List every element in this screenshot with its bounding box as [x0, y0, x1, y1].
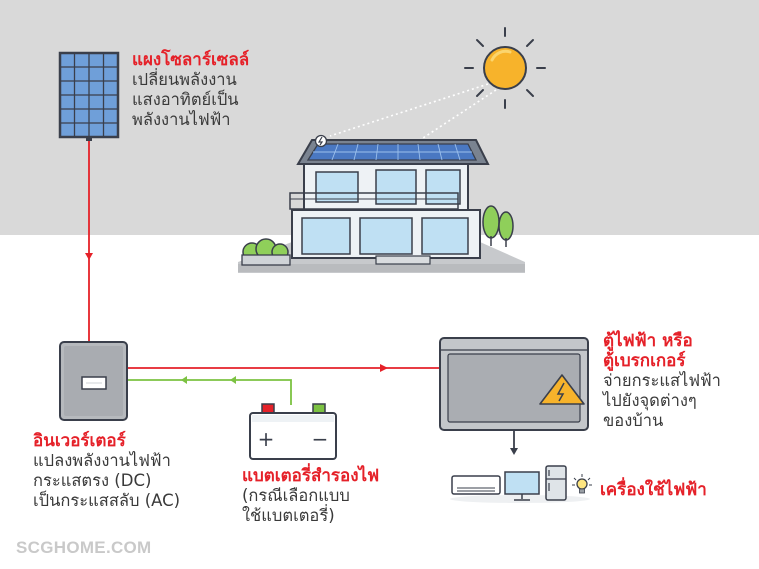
house-icon: [238, 134, 525, 273]
appliances-title: เครื่องใช้ไฟฟ้า: [600, 480, 707, 500]
solar-panel-title: แผงโซลาร์เซลล์: [132, 50, 250, 70]
breaker-title-line-2: ตู้เบรกเกอร์: [603, 351, 686, 371]
inverter-label: อินเวอร์เตอร์ แปลงพลังงานไฟฟ้า กระแสตรง …: [33, 431, 180, 511]
battery-desc-line-1: (กรณีเลือกแบบ: [242, 486, 350, 505]
breaker-desc-line-1: จ่ายกระแสไฟฟ้า: [603, 371, 721, 390]
sun-ray-lines: [329, 83, 497, 141]
warning-icon: [539, 374, 585, 405]
solar-panel-icon: [58, 51, 120, 141]
light-bulb-icon: [572, 474, 592, 494]
inverter-title: อินเวอร์เตอร์: [33, 431, 126, 451]
battery-to-inverter-wire: [127, 376, 292, 405]
breaker-desc-line-3: ของบ้าน: [603, 411, 664, 430]
solar-panel-label: แผงโซลาร์เซลล์ เปลี่ยนพลังงาน แสงอาทิตย์…: [132, 50, 249, 130]
battery-desc-line-2: ใช้แบตเตอรี่): [242, 506, 335, 525]
computer-monitor-icon: [504, 471, 540, 501]
battery-icon: + −: [249, 403, 337, 460]
battery-minus-sign: −: [312, 427, 329, 451]
panel-to-inverter-wire: [85, 141, 93, 342]
breaker-title-line-1: ตู้ไฟฟ้า หรือ: [603, 331, 693, 351]
battery-title: แบตเตอรี่สำรองไฟ: [242, 466, 380, 486]
sun-icon: [464, 27, 546, 109]
inverter-desc-line-1: แปลงพลังงานไฟฟ้า: [33, 451, 171, 470]
air-conditioner-icon: [451, 475, 501, 495]
appliances-group: [450, 465, 592, 503]
solar-panel-desc-line-2: แสงอาทิตย์เป็น: [132, 90, 239, 109]
inverter-icon: [59, 341, 128, 421]
inverter-desc-line-2: กระแสตรง (DC): [33, 471, 152, 490]
inverter-to-breaker-wire: [127, 364, 442, 372]
solar-panel-desc-line-3: พลังงานไฟฟ้า: [132, 110, 231, 129]
breaker-box-icon: [439, 337, 589, 455]
inverter-desc-line-3: เป็นกระแสสลับ (AC): [33, 491, 181, 510]
battery-plus-sign: +: [258, 427, 275, 451]
refrigerator-icon: [545, 465, 567, 501]
solar-panel-desc-line-1: เปลี่ยนพลังงาน: [132, 70, 237, 89]
breaker-label: ตู้ไฟฟ้า หรือ ตู้เบรกเกอร์ จ่ายกระแสไฟฟ้…: [603, 331, 721, 431]
watermark: SCGHOME.COM: [16, 538, 152, 557]
battery-label: แบตเตอรี่สำรองไฟ (กรณีเลือกแบบ ใช้แบตเตอ…: [242, 466, 379, 526]
appliances-label: เครื่องใช้ไฟฟ้า: [600, 480, 707, 500]
breaker-desc-line-2: ไปยังจุดต่างๆ: [603, 391, 697, 410]
